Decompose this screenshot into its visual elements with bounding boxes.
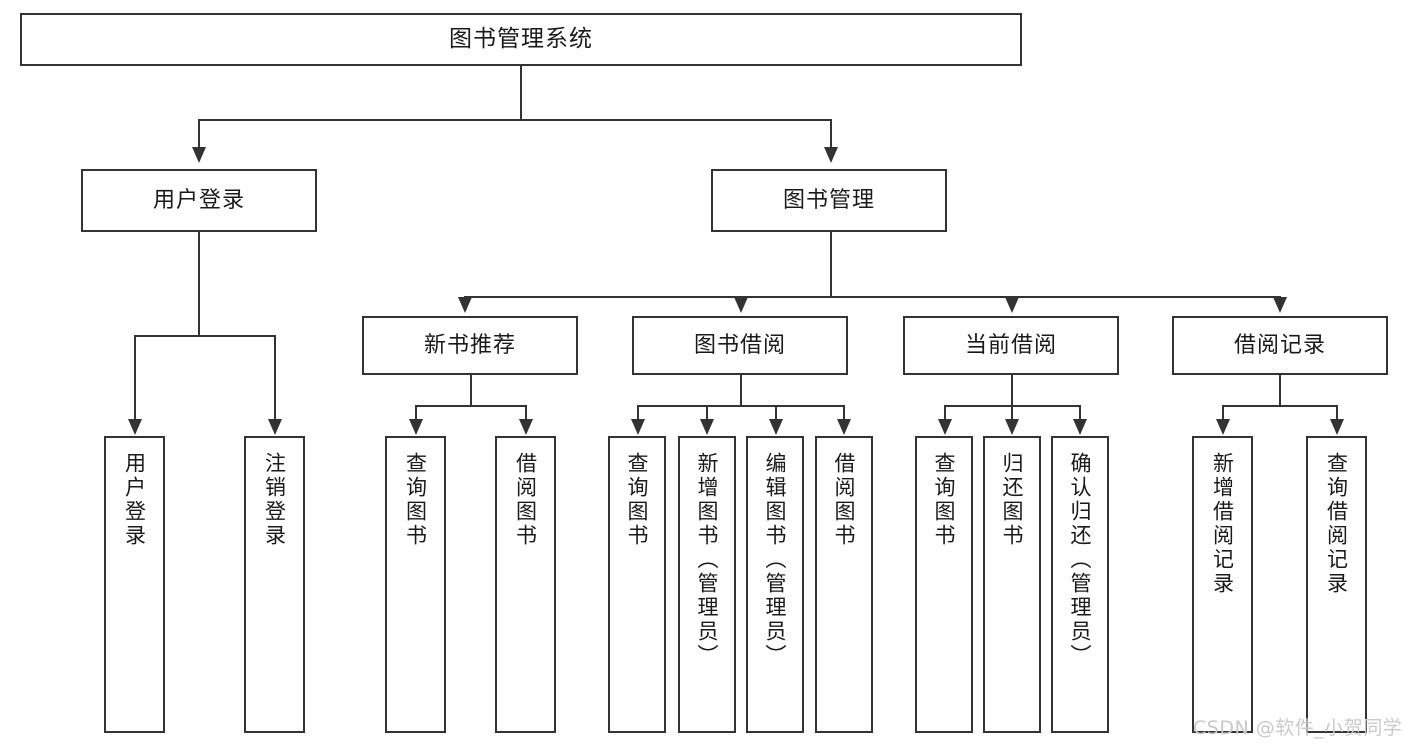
arrow-br-to-leaf-1 bbox=[1216, 419, 1230, 435]
arrow-cb-to-leaf-2 bbox=[1005, 419, 1019, 435]
arrow-root-to-user-login bbox=[192, 147, 206, 163]
node-label: 图书借阅 bbox=[693, 332, 786, 358]
edge-user-login-bus bbox=[134, 335, 276, 337]
arrow-cb-to-leaf-3 bbox=[1073, 419, 1087, 435]
edge-bb-to-leaf-3 bbox=[775, 405, 777, 421]
arrow-user-login-to-leaf-1 bbox=[128, 419, 142, 435]
arrow-user-login-to-leaf-2 bbox=[268, 419, 282, 435]
edge-bb-to-leaf-1 bbox=[637, 405, 639, 421]
edge-bb-bus bbox=[637, 405, 845, 407]
leaf-add-book-admin[interactable]: 新增图书（管理员） bbox=[678, 436, 736, 733]
edge-root-trunk bbox=[520, 66, 522, 119]
node-current-borrow[interactable]: 当前借阅 bbox=[903, 316, 1119, 375]
node-label: 查询借阅记录 bbox=[1324, 452, 1349, 596]
edge-root-to-book-manage bbox=[830, 119, 832, 149]
node-borrow-record[interactable]: 借阅记录 bbox=[1172, 316, 1388, 375]
leaf-edit-book-admin[interactable]: 编辑图书（管理员） bbox=[746, 436, 804, 733]
node-book-management[interactable]: 图书管理 bbox=[711, 169, 947, 232]
edge-nbr-to-leaf-2 bbox=[525, 405, 527, 421]
edge-nbr-trunk bbox=[470, 375, 472, 405]
leaf-query-book-recommend[interactable]: 查询图书 bbox=[385, 436, 446, 733]
arrow-bb-to-leaf-2 bbox=[700, 419, 714, 435]
edge-cb-trunk bbox=[1011, 375, 1013, 405]
node-root-book-management-system[interactable]: 图书管理系统 bbox=[20, 13, 1022, 66]
node-new-book-recommend[interactable]: 新书推荐 bbox=[362, 316, 578, 375]
node-label: 借阅记录 bbox=[1233, 332, 1326, 358]
edge-root-to-user-login bbox=[198, 119, 200, 149]
leaf-add-borrow-record[interactable]: 新增借阅记录 bbox=[1192, 436, 1253, 733]
edge-nbr-to-leaf-1 bbox=[415, 405, 417, 421]
leaf-borrow-book-borrow[interactable]: 借阅图书 bbox=[815, 436, 873, 733]
edge-cb-to-leaf-3 bbox=[1079, 405, 1081, 421]
node-label: 查询图书 bbox=[625, 452, 650, 548]
node-user-login[interactable]: 用户登录 bbox=[81, 169, 317, 232]
node-label: 新增图书（管理员） bbox=[695, 452, 720, 668]
node-book-borrow[interactable]: 图书借阅 bbox=[632, 316, 848, 375]
node-label: 确认归还（管理员） bbox=[1068, 452, 1093, 668]
edge-br-bus bbox=[1222, 405, 1337, 407]
edge-book-manage-bus bbox=[464, 296, 1280, 298]
leaf-return-book[interactable]: 归还图书 bbox=[983, 436, 1041, 733]
arrow-bb-to-leaf-1 bbox=[631, 419, 645, 435]
arrow-bm-to-book-borrow bbox=[734, 297, 748, 313]
node-label: 图书管理系统 bbox=[449, 25, 593, 52]
edge-root-bus bbox=[198, 119, 832, 121]
arrow-bb-to-leaf-3 bbox=[769, 419, 783, 435]
arrow-bm-to-current-borrow bbox=[1005, 297, 1019, 313]
edge-bb-to-leaf-2 bbox=[706, 405, 708, 421]
edge-bb-trunk bbox=[740, 375, 742, 405]
arrow-nbr-to-leaf-1 bbox=[409, 419, 423, 435]
node-label: 用户登录 bbox=[152, 187, 245, 213]
arrow-bm-to-borrow-record bbox=[1273, 297, 1287, 313]
leaf-user-login[interactable]: 用户登录 bbox=[104, 436, 165, 733]
edge-book-manage-trunk bbox=[830, 232, 832, 296]
node-label: 注销登录 bbox=[262, 452, 287, 548]
arrow-nbr-to-leaf-2 bbox=[519, 419, 533, 435]
arrow-bm-to-new-book bbox=[458, 297, 472, 313]
node-label: 编辑图书（管理员） bbox=[763, 452, 788, 668]
edge-cb-to-leaf-1 bbox=[944, 405, 946, 421]
arrow-root-to-book-manage bbox=[824, 147, 838, 163]
leaf-borrow-book-recommend[interactable]: 借阅图书 bbox=[495, 436, 556, 733]
leaf-query-borrow-record[interactable]: 查询借阅记录 bbox=[1306, 436, 1367, 733]
node-label: 归还图书 bbox=[1000, 452, 1025, 548]
edge-br-trunk bbox=[1279, 375, 1281, 405]
edge-bb-to-leaf-4 bbox=[843, 405, 845, 421]
leaf-confirm-return-admin[interactable]: 确认归还（管理员） bbox=[1051, 436, 1109, 733]
leaf-user-logout[interactable]: 注销登录 bbox=[244, 436, 305, 733]
leaf-query-book-borrow[interactable]: 查询图书 bbox=[608, 436, 666, 733]
edge-br-to-leaf-2 bbox=[1336, 405, 1338, 421]
node-label: 借阅图书 bbox=[513, 452, 538, 548]
node-label: 新书推荐 bbox=[423, 332, 516, 358]
csdn-watermark: CSDN @软件_小贺同学 bbox=[1193, 717, 1403, 739]
node-label: 用户登录 bbox=[122, 452, 147, 548]
edge-nbr-bus bbox=[415, 405, 526, 407]
node-label: 图书管理 bbox=[782, 187, 875, 213]
arrow-bb-to-leaf-4 bbox=[837, 419, 851, 435]
edge-user-login-to-leaf-1 bbox=[134, 335, 136, 421]
node-label: 新增借阅记录 bbox=[1210, 452, 1235, 596]
arrow-cb-to-leaf-1 bbox=[938, 419, 952, 435]
node-label: 当前借阅 bbox=[964, 332, 1057, 358]
node-label: 查询图书 bbox=[403, 452, 428, 548]
leaf-query-book-current[interactable]: 查询图书 bbox=[915, 436, 973, 733]
arrow-br-to-leaf-2 bbox=[1330, 419, 1344, 435]
edge-user-login-to-leaf-2 bbox=[274, 335, 276, 421]
node-label: 查询图书 bbox=[932, 452, 957, 548]
node-label: 借阅图书 bbox=[832, 452, 857, 548]
edge-br-to-leaf-1 bbox=[1222, 405, 1224, 421]
edge-cb-to-leaf-2 bbox=[1011, 405, 1013, 421]
edge-user-login-trunk bbox=[198, 232, 200, 335]
